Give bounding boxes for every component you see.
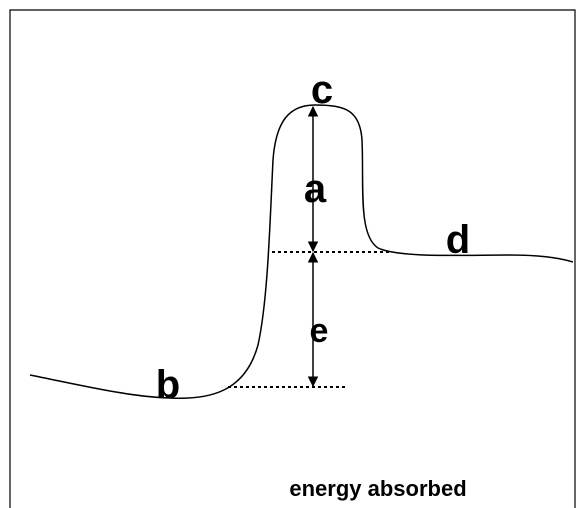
caption-energy-absorbed: energy absorbed (289, 476, 466, 501)
label-e: e (310, 312, 329, 350)
label-a: a (304, 167, 327, 211)
energy-curve (29, 104, 574, 400)
label-b: b (156, 363, 180, 407)
label-d: d (446, 218, 470, 262)
label-c: c (311, 68, 333, 112)
frame-border (9, 9, 576, 508)
